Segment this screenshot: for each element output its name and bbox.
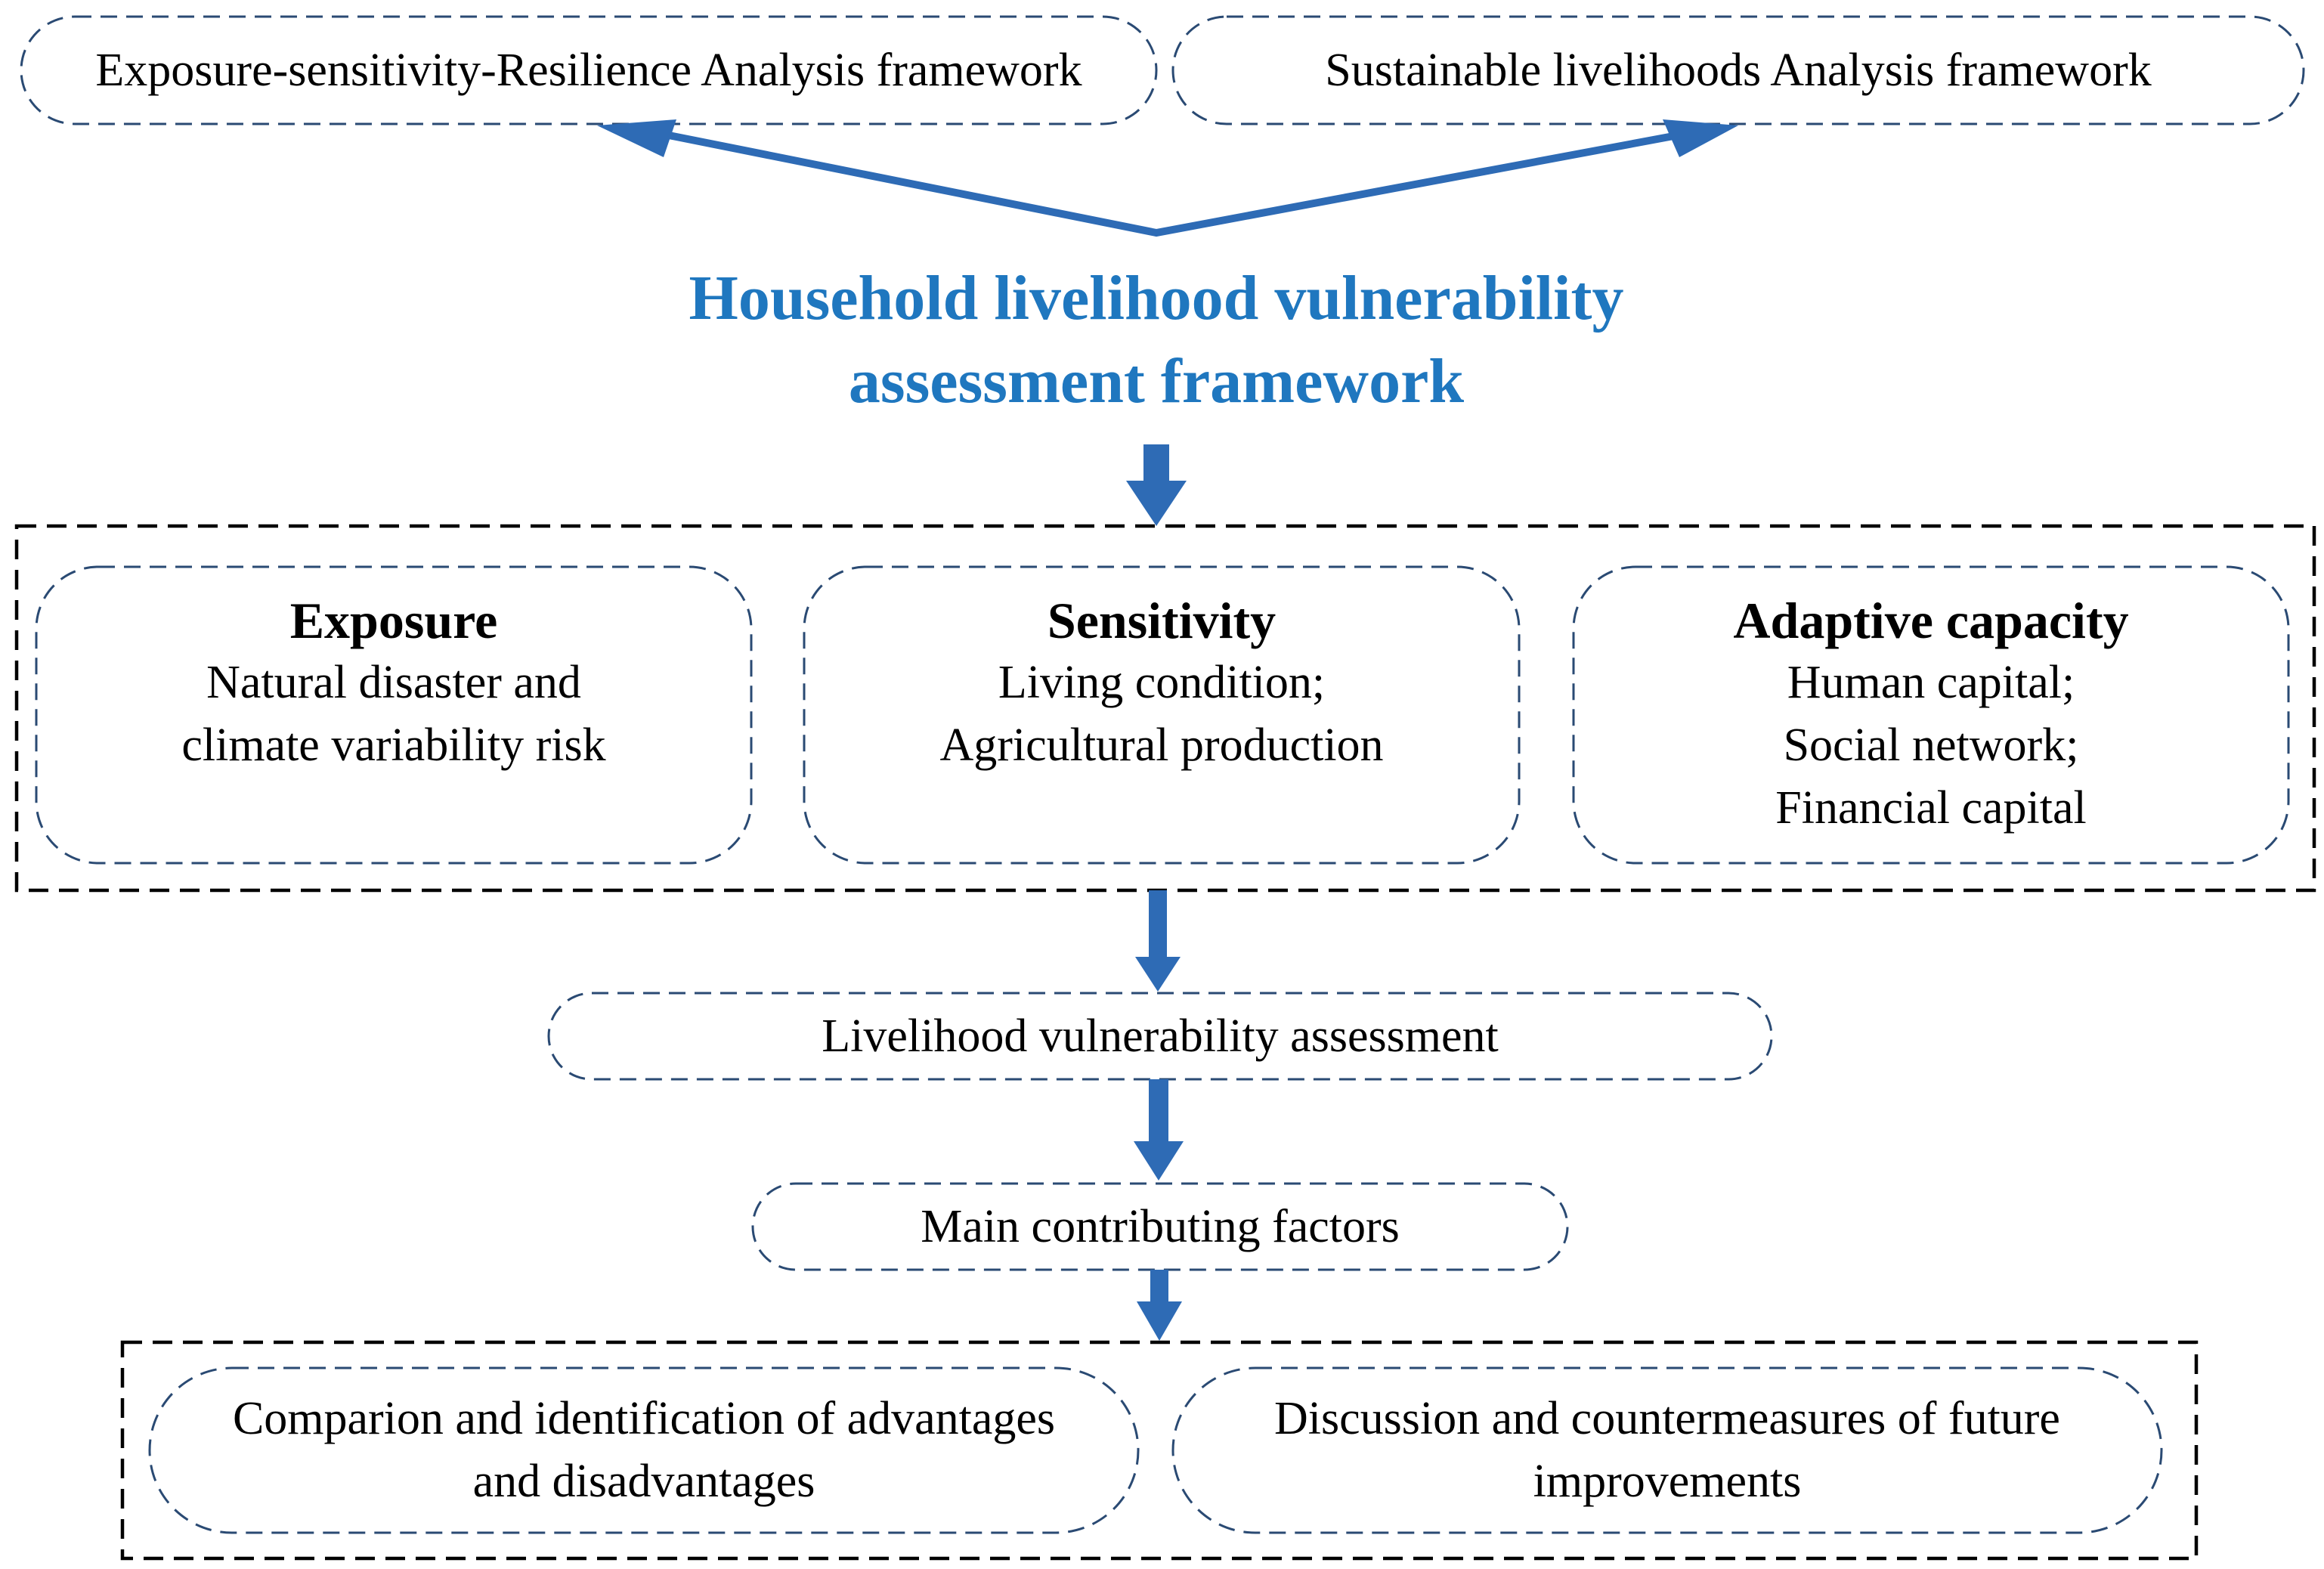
arrow-title-to-components-head: [1126, 481, 1187, 526]
sensitivity-box: [803, 565, 1521, 865]
main-title-line-1: Household livelihood vulnerability: [689, 263, 1624, 333]
outcome-left-content: Comparion and identification of advantag…: [150, 1388, 1138, 1513]
outcomes-group: [120, 1340, 2199, 1561]
arrow-components-to-assessment-shaft: [1149, 890, 1167, 960]
main-title: Household livelihood vulnerability asses…: [401, 257, 1912, 423]
factors-box: [751, 1182, 1569, 1271]
outcome-box-right: [1171, 1366, 2163, 1534]
adaptive-capacity-box: [1572, 565, 2290, 865]
adaptive-capacity-line-3: Financial capital: [1775, 782, 2087, 834]
framework-left-label: Exposure-sensitivity-Resilience Analysis…: [95, 45, 1082, 96]
adaptive-capacity-content: Adaptive capacity Human capital; Social …: [1574, 590, 2288, 840]
framework-right-label: Sustainable livelihoods Analysis framewo…: [1325, 45, 2152, 96]
framework-box-right: [1171, 15, 2305, 125]
factors-label: Main contributing factors: [921, 1201, 1400, 1252]
outcome-right-line-1: Discussion and countermeasures of future: [1274, 1393, 2060, 1444]
outcome-left-line-2: and disadvantages: [472, 1456, 815, 1507]
arrow-factors-to-outcomes-head: [1137, 1301, 1182, 1341]
outcome-box-left: [148, 1366, 1140, 1534]
exposure-title: Exposure: [289, 592, 498, 649]
adaptive-capacity-title: Adaptive capacity: [1733, 592, 2129, 649]
arrow-assessment-to-factors-shaft: [1149, 1079, 1168, 1144]
sensitivity-line-1: Living condition;: [998, 657, 1326, 708]
sensitivity-title: Sensitivity: [1047, 592, 1276, 649]
adaptive-capacity-line-2: Social network;: [1783, 720, 2079, 771]
exposure-content: Exposure Natural disaster and climate va…: [36, 590, 751, 777]
outcome-right-line-2: improvements: [1533, 1456, 1802, 1507]
arrow-assessment-to-factors-head: [1134, 1141, 1184, 1181]
adaptive-capacity-line-1: Human capital;: [1787, 657, 2075, 708]
sensitivity-content: Sensitivity Living condition; Agricultur…: [804, 590, 1519, 777]
arrow-components-to-assessment-head: [1135, 957, 1181, 992]
arrow-title-to-components-shaft: [1143, 444, 1169, 484]
converging-arrow-lines: [664, 131, 1682, 237]
exposure-line-2: climate variability risk: [181, 720, 606, 771]
sensitivity-line-2: Agricultural production: [939, 720, 1384, 771]
arrowhead-right: [1663, 119, 1738, 157]
outcome-left-line-1: Comparion and identification of advantag…: [232, 1393, 1056, 1444]
assessment-label: Livelihood vulnerability assessment: [822, 1010, 1499, 1062]
framework-box-left: [20, 15, 1158, 125]
arrowhead-left: [597, 119, 676, 157]
exposure-line-1: Natural disaster and: [206, 657, 581, 708]
outcome-right-content: Discussion and countermeasures of future…: [1173, 1388, 2162, 1513]
arrow-factors-to-outcomes-shaft: [1150, 1270, 1168, 1304]
main-title-line-2: assessment framework: [848, 346, 1465, 416]
exposure-box: [35, 565, 753, 865]
